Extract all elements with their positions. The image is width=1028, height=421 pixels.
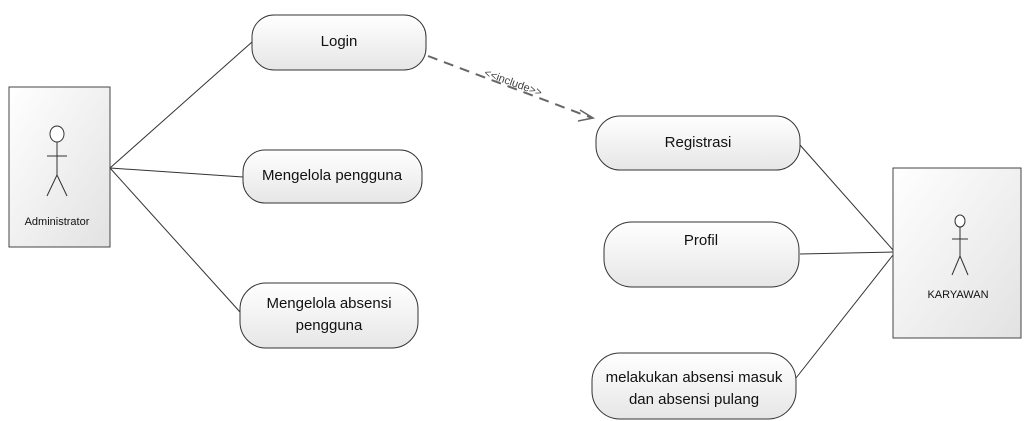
employee-associations bbox=[795, 144, 894, 379]
actor-label: Administrator bbox=[25, 216, 90, 228]
use-case-label: Mengelola pengguna bbox=[262, 167, 403, 184]
use-case-label: pengguna bbox=[296, 317, 363, 334]
assoc-admin-manage-users bbox=[109, 167, 244, 178]
assoc-employee-attendance bbox=[795, 254, 894, 379]
assoc-employee-registration bbox=[799, 144, 894, 251]
assoc-admin-manage-attendance bbox=[109, 167, 241, 313]
use-case-label: dan absensi pulang bbox=[629, 391, 759, 408]
assoc-employee-profile bbox=[799, 251, 894, 255]
use-case-manage-attendance[interactable]: Mengelola absensi pengguna bbox=[239, 282, 419, 349]
stick-figure-icon bbox=[951, 214, 969, 276]
use-case-label: Login bbox=[321, 33, 358, 50]
actor-label: KARYAWAN bbox=[927, 289, 988, 301]
actor-karyawan[interactable]: KARYAWAN bbox=[892, 167, 1022, 339]
use-case-label: melakukan absensi masuk bbox=[606, 369, 783, 386]
stick-figure-icon bbox=[46, 125, 68, 197]
assoc-admin-login bbox=[109, 41, 253, 169]
use-case-manage-users[interactable]: Mengelola pengguna bbox=[242, 149, 423, 204]
use-case-attendance[interactable]: melakukan absensi masuk dan absensi pula… bbox=[591, 352, 797, 420]
include-arrowhead bbox=[577, 109, 596, 122]
actor-box bbox=[8, 86, 111, 248]
use-case-label: Profil bbox=[684, 232, 718, 249]
include-line bbox=[427, 55, 593, 119]
admin-associations bbox=[109, 41, 253, 313]
use-case-label: Mengelola absensi bbox=[266, 295, 391, 312]
include-relation: <<include>> bbox=[427, 55, 596, 122]
use-case-label: Registrasi bbox=[665, 134, 732, 151]
use-case-registration[interactable]: Registrasi bbox=[595, 115, 801, 171]
actor-administrator[interactable]: Administrator bbox=[8, 86, 111, 248]
use-case-profile[interactable]: Profil bbox=[603, 221, 800, 288]
include-label: <<include>> bbox=[483, 67, 544, 99]
actor-box bbox=[892, 167, 1022, 339]
use-case-login[interactable]: Login bbox=[251, 14, 427, 71]
